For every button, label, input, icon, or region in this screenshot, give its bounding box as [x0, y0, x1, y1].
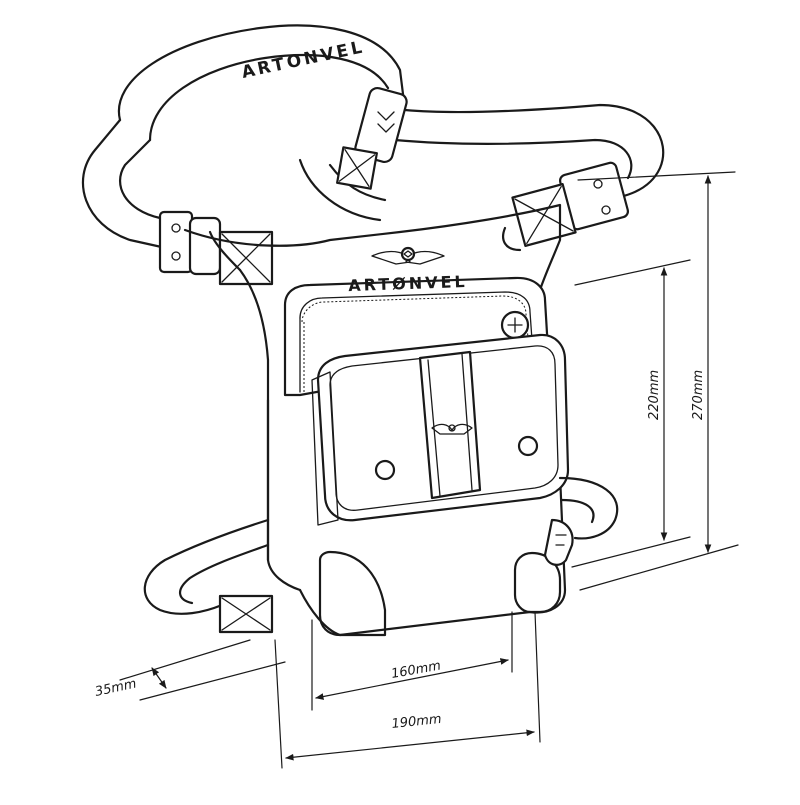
outer-width-line: [285, 729, 535, 761]
flap-pocket: [311, 333, 570, 526]
shoulder-strap: [81, 24, 665, 252]
dimension-lines: [119, 171, 739, 769]
body-logo: ARTØNVEL: [348, 246, 468, 295]
body-brand-text: ARTØNVEL: [348, 272, 468, 295]
right-buckle: [502, 161, 630, 252]
strap-logo: ARTONVEL: [240, 37, 367, 83]
inner-height-label: 220mm: [647, 370, 662, 420]
depth-label: 35mm: [94, 677, 138, 700]
strap-brand-text: ARTONVEL: [240, 37, 367, 83]
depth-line: [151, 667, 167, 689]
left-buckle: [158, 210, 274, 286]
inner-width-line: [315, 658, 509, 700]
dimension-labels: 160mm 190mm 35mm 220mm 270mm: [94, 370, 706, 732]
bottom-corners: [298, 550, 562, 637]
outer-height-label: 270mm: [691, 370, 706, 420]
wing-emblem-icon: [371, 250, 445, 265]
strap-buckle-top: [336, 86, 408, 190]
leg-strap: [143, 476, 619, 634]
outer-width-label: 190mm: [391, 712, 442, 732]
